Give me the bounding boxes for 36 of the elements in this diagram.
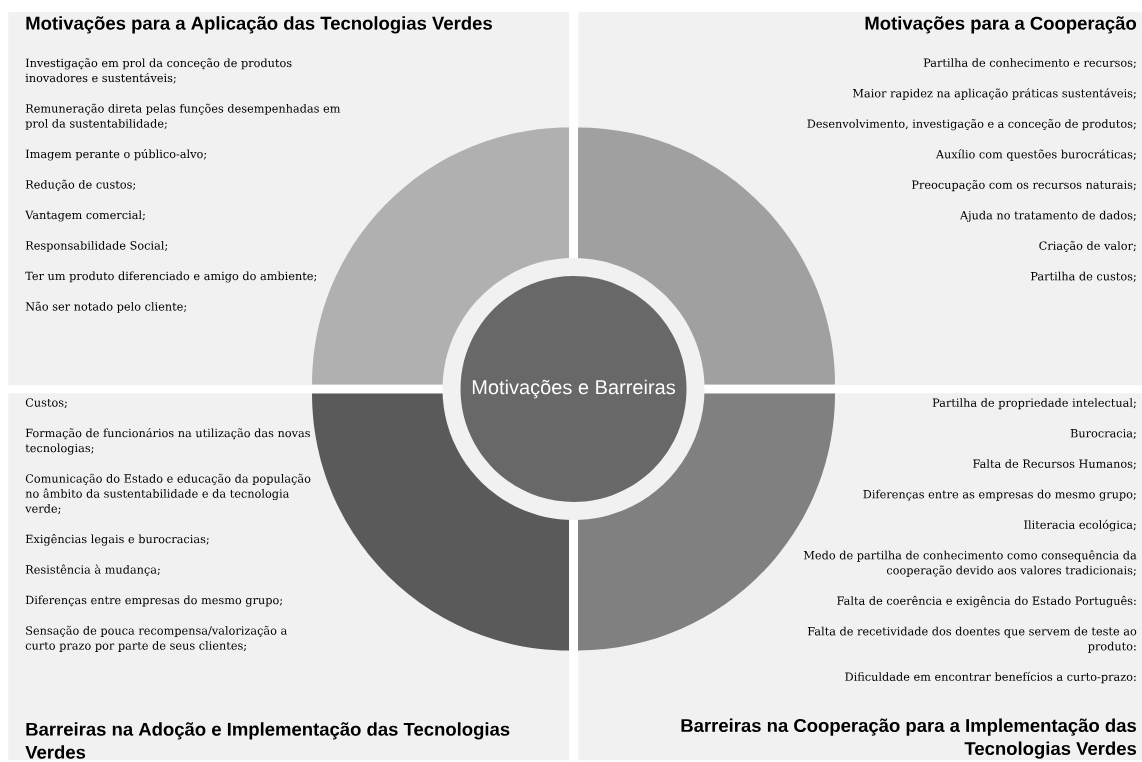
heading: Motivações para a Aplicação das Tecnologias Verdes	[26, 16, 492, 34]
list-item: Exigências legais e burocracias;	[25, 534, 209, 546]
list-item: Dificuldade em encontrar benefícios a curto-prazo:	[845, 671, 1136, 684]
list-item: Responsabilidade Social;	[25, 240, 168, 252]
list-item: Medo de partilha de conhecimento como consequência da cooperação devido aos valores tradicionais;	[803, 550, 1137, 577]
list-item: Ajuda no tratamento de dados;	[959, 210, 1136, 222]
list-item: Diferenças entre as empresas do mesmo grupo;	[863, 489, 1136, 501]
list-item: Partilha de conhecimento e recursos;	[923, 58, 1136, 69]
list-item: Diferenças entre empresas do mesmo grupo;	[25, 595, 282, 607]
list-item: Redução de custos;	[25, 179, 136, 191]
list-item: Resistência à mudança;	[25, 564, 160, 576]
list-item: Falta de recetividade dos doentes que servem de teste ao produto:	[807, 626, 1137, 653]
list-item: Não ser notado pelo cliente;	[25, 301, 187, 313]
list-item: Iliteracia ecológica;	[1024, 519, 1136, 532]
heading: Barreiras na Cooperação para a Implementação das Tecnologias Verdes	[681, 718, 1137, 759]
list-item: Maior rapidez na aplicação práticas sustentáveis;	[852, 88, 1136, 100]
heading: Barreiras na Adoção e Implementação das Tecnologias Verdes	[25, 722, 510, 759]
list-item: Ter um produto diferenciado e amigo do ambiente;	[25, 271, 317, 283]
heading: Motivações para a Cooperação	[865, 16, 1137, 34]
list-item: Investigação em prol da conceção de produtos inovadores e sustentáveis;	[25, 58, 292, 84]
list-item: Preocupação com os recursos naturais;	[912, 180, 1136, 192]
list-item: Falta de coerência e exigência do Estado Português:	[837, 595, 1136, 608]
list-item: Custos;	[25, 398, 67, 409]
list-item: Desenvolvimento, investigação e a conceção de produtos;	[807, 119, 1136, 131]
list-item: Remuneração direta pelas funções desempenhadas em prol da sustentabilidade;	[25, 103, 341, 130]
list-item: Partilha de propriedade intelectual;	[932, 398, 1136, 410]
list-item: Criação de valor;	[1039, 241, 1136, 252]
list-item: Formação de funcionários na utilização das novas tecnologias;	[25, 428, 310, 455]
list-item: Auxílio com questões burocráticas;	[935, 149, 1136, 161]
list-item: Sensação de pouca recompensa/valorização a curto prazo por parte de seus clientes;	[25, 625, 287, 652]
list-item: Imagem perante o público-alvo;	[25, 148, 206, 161]
list-item: Vantagem comercial;	[25, 210, 145, 222]
list-item: Comunicação do Estado e educação da população no âmbito da sustentabilidade e da tecnologia verde;	[25, 473, 311, 515]
list-item: Falta de Recursos Humanos;	[973, 459, 1136, 470]
list-item: Burocracia;	[1070, 428, 1136, 439]
list-item: Partilha de custos;	[1030, 271, 1136, 282]
